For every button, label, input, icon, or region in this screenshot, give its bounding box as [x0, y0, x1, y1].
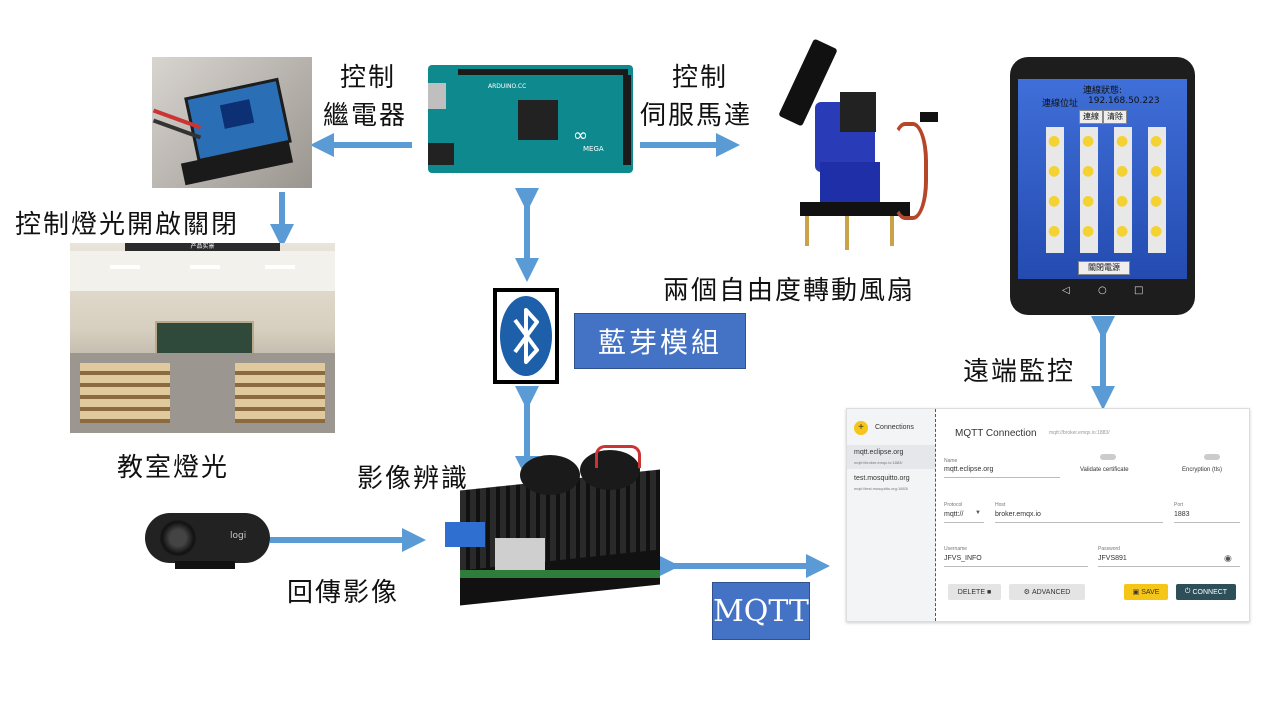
phone-connect-button[interactable]: 連線 — [1079, 110, 1103, 124]
label-control-servo-1: 控制 — [672, 63, 729, 93]
phone-clear-button[interactable]: 清除 — [1103, 110, 1127, 124]
webcam-image: logi — [145, 513, 270, 569]
name-label: Name — [944, 458, 958, 464]
arduino-brand-text: ARDUINO.CC — [488, 83, 527, 90]
encryption-label: Encryption (tls) — [1182, 467, 1223, 473]
lightbulb-icon[interactable]: ● — [1116, 133, 1129, 149]
protocol-select[interactable]: mqtt:// — [944, 511, 964, 518]
label-fan: 兩個自由度轉動風扇 — [663, 276, 916, 306]
trash-icon: ■ — [987, 588, 992, 596]
connection-item[interactable]: test.mosquitto.org mqtt://test.mosquitto… — [847, 471, 935, 495]
bluetooth-module-label: 藍芽模組 — [574, 313, 746, 369]
connection-item-name: mqtt.eclipse.org — [854, 449, 904, 456]
advanced-button[interactable]: ⚙ ADVANCED — [1009, 584, 1085, 600]
lightbulb-icon[interactable]: ● — [1116, 193, 1129, 209]
name-field[interactable]: mqtt.eclipse.org — [944, 466, 994, 473]
label-control-relay-2: 繼電器 — [323, 101, 408, 131]
lightbulb-icon[interactable]: ● — [1082, 223, 1095, 239]
webcam-brand: logi — [230, 531, 247, 541]
lightbulb-icon[interactable]: ● — [1082, 133, 1095, 149]
connection-item-sub: mqtt://broker.emqx.io:1883/ — [854, 460, 903, 465]
gear-icon: ⚙ — [1023, 589, 1030, 596]
mqtt-label: MQTT — [712, 582, 810, 640]
lightbulb-icon[interactable]: ● — [1082, 163, 1095, 179]
raspberry-pi-image — [440, 445, 675, 610]
phone-status-label: 連線狀態: — [1082, 86, 1123, 96]
port-label: Port — [1174, 502, 1184, 508]
classroom-banner: 产品实景 — [190, 243, 215, 250]
relay-module-image — [152, 57, 312, 188]
lightbulb-icon[interactable]: ● — [1048, 193, 1061, 209]
bluetooth-icon — [493, 288, 559, 384]
mqtt-client-window: + Connections mqtt.eclipse.org mqtt://br… — [846, 408, 1250, 622]
password-label: Password — [1098, 546, 1120, 552]
phone-screen: 連線狀態: 連線位址 192.168.50.223 連線 清除 ● ● ● ● … — [1018, 79, 1187, 279]
connections-sidebar: + Connections mqtt.eclipse.org mqtt://br… — [847, 409, 936, 621]
lightbulb-icon[interactable]: ● — [1150, 163, 1163, 179]
back-nav-icon[interactable]: ◁ — [1062, 285, 1070, 296]
label-control-relay-1: 控制 — [340, 63, 397, 93]
lightbulb-icon[interactable]: ● — [1116, 163, 1129, 179]
mqtt-connection-title: MQTT Connection — [955, 428, 1037, 439]
connect-button-label: CONNECT — [1192, 588, 1228, 596]
eye-icon[interactable]: ◉ — [1224, 553, 1232, 563]
validate-certificate-toggle[interactable] — [1100, 454, 1116, 460]
label-image-recognition: 影像辨識 — [357, 464, 470, 494]
encryption-toggle[interactable] — [1204, 454, 1220, 460]
save-icon: ▣ — [1132, 589, 1140, 596]
lightbulb-icon[interactable]: ● — [1150, 193, 1163, 209]
lightbulb-icon[interactable]: ● — [1048, 223, 1061, 239]
phone-address-label: 連線位址 — [1042, 99, 1079, 109]
connection-item-name: test.mosquitto.org — [854, 475, 910, 482]
port-field[interactable]: 1883 — [1174, 511, 1190, 518]
host-label: Host — [995, 502, 1006, 508]
label-control-servo-2: 伺服馬達 — [640, 101, 753, 131]
lightbulb-icon[interactable]: ● — [1116, 223, 1129, 239]
password-field[interactable]: JFVS891 — [1098, 555, 1127, 562]
servo-fan-image — [778, 32, 940, 252]
label-return-image: 回傳影像 — [287, 578, 400, 608]
chevron-down-icon: ▼ — [975, 510, 981, 516]
lightbulb-icon[interactable]: ● — [1150, 133, 1163, 149]
lightbulb-icon[interactable]: ● — [1082, 193, 1095, 209]
label-remote-monitor: 遠端監控 — [963, 357, 1076, 387]
arduino-mega-text: MEGA — [583, 145, 604, 153]
bulb-grid: ● ● ● ● ● ● ● ● ● ● ● ● ● ● ● ● — [1040, 127, 1170, 257]
phone-address-value: 192.168.50.223 — [1088, 96, 1160, 106]
username-label: Username — [944, 546, 968, 552]
lightbulb-icon[interactable]: ● — [1150, 223, 1163, 239]
label-light-switch: 控制燈光開啟關閉 — [15, 210, 240, 240]
validate-certificate-label: Validate certificate — [1080, 467, 1129, 473]
connection-item[interactable]: mqtt.eclipse.org mqtt://broker.emqx.io:1… — [847, 445, 935, 469]
arduino-mega-board: ARDUINO.CC ∞ MEGA — [428, 65, 633, 173]
protocol-label: Protocol — [944, 502, 963, 508]
connections-label: Connections — [875, 424, 914, 431]
classroom-image: 产品实景 — [70, 243, 335, 433]
connection-item-sub: mqtt://test.mosquitto.org:1883/ — [854, 486, 909, 491]
save-button[interactable]: ▣ SAVE — [1124, 584, 1168, 600]
host-field[interactable]: broker.emqx.io — [995, 511, 1041, 518]
phone-app: 連線狀態: 連線位址 192.168.50.223 連線 清除 ● ● ● ● … — [1010, 57, 1195, 315]
arduino-logo-icon: ∞ — [573, 125, 588, 146]
save-button-label: SAVE — [1141, 588, 1160, 596]
mqtt-connection-url: mqtt://broker.emqx.io:1883/ — [1049, 430, 1110, 436]
connect-button[interactable]: ⏻ CONNECT — [1176, 584, 1236, 600]
home-nav-icon[interactable]: ○ — [1098, 285, 1107, 296]
add-connection-icon[interactable]: + — [854, 421, 868, 435]
advanced-button-label: ADVANCED — [1031, 588, 1071, 596]
lightbulb-icon[interactable]: ● — [1048, 133, 1061, 149]
phone-power-button[interactable]: 關閉電源 — [1078, 261, 1130, 275]
power-icon: ⏻ — [1184, 588, 1191, 595]
delete-button-label: DELETE — [957, 588, 985, 596]
delete-button[interactable]: DELETE ■ — [948, 584, 1001, 600]
lightbulb-icon[interactable]: ● — [1048, 163, 1061, 179]
label-classroom-light: 教室燈光 — [117, 453, 230, 483]
username-field[interactable]: JFVS_INFO — [944, 555, 982, 562]
recent-nav-icon[interactable]: □ — [1134, 285, 1144, 296]
